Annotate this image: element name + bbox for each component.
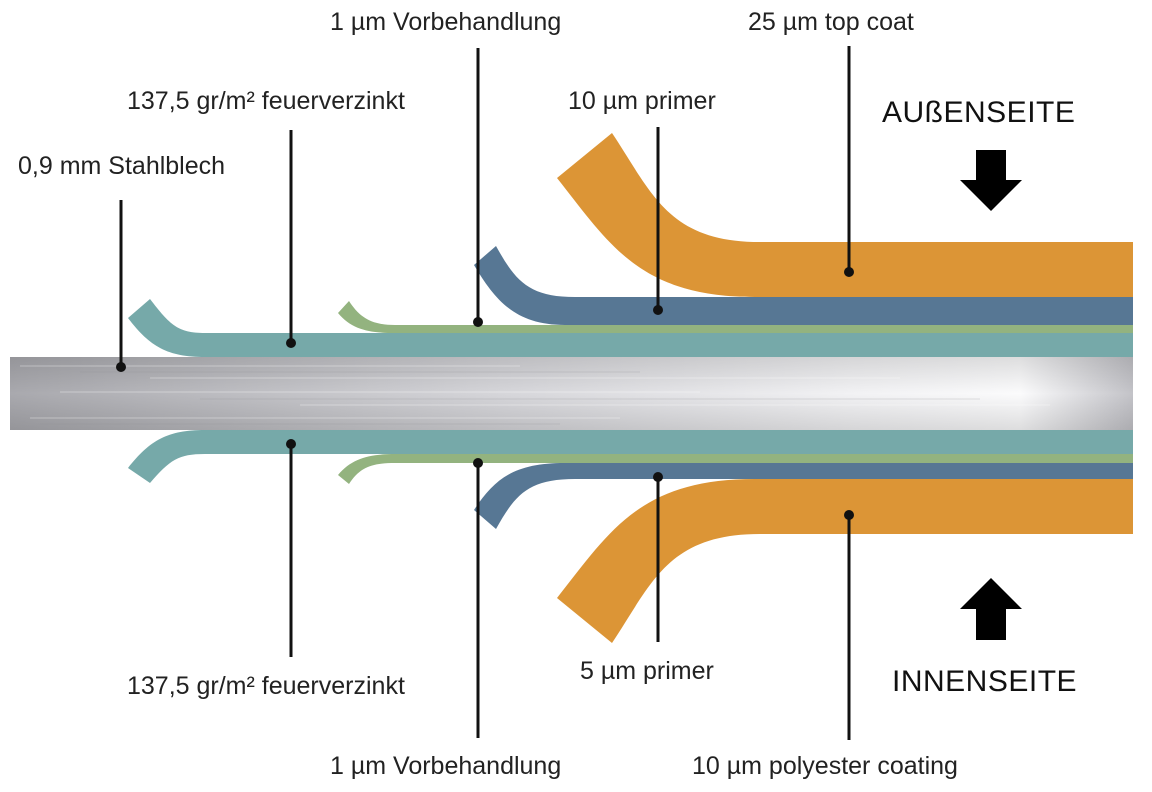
label-zinc-bottom: 137,5 gr/m² feuerverzinkt bbox=[127, 672, 405, 700]
label-polyester: 10 µm polyester coating bbox=[692, 752, 958, 780]
steel-brush-lines bbox=[20, 365, 1050, 419]
leader-dot-pretreat-top bbox=[473, 317, 483, 327]
zinc-layer-top bbox=[128, 299, 1133, 357]
label-steel: 0,9 mm Stahlblech bbox=[18, 152, 226, 180]
outer-side-title: AUßENSEITE bbox=[882, 96, 1076, 129]
label-pretreat-top: 1 µm Vorbehandlung bbox=[330, 8, 562, 36]
polyester-layer-bottom bbox=[557, 479, 1133, 643]
leader-dot-steel bbox=[116, 362, 126, 372]
leader-dot-primer-bottom bbox=[653, 472, 663, 482]
steel-core-shading bbox=[10, 357, 1133, 430]
arrow-up-icon bbox=[960, 578, 1022, 640]
arrow-down-icon bbox=[960, 150, 1022, 211]
leader-dot-zinc-top bbox=[286, 338, 296, 348]
pretreatment-layer-top bbox=[338, 301, 1133, 333]
pretreatment-layer-bottom bbox=[338, 454, 1133, 484]
leader-dot-zinc-bottom bbox=[286, 439, 296, 449]
label-primer-top: 10 µm primer bbox=[568, 87, 716, 115]
leader-dot-polyester bbox=[844, 510, 854, 520]
label-topcoat: 25 µm top coat bbox=[748, 8, 914, 36]
leader-dot-topcoat bbox=[844, 267, 854, 277]
leader-dot-pretreat-bottom bbox=[473, 458, 483, 468]
primer-layer-top bbox=[474, 246, 1133, 325]
label-primer-bottom: 5 µm primer bbox=[580, 657, 714, 685]
topcoat-layer-top bbox=[557, 133, 1133, 297]
inner-side-title: INNENSEITE bbox=[892, 665, 1078, 698]
leader-dot-primer-top bbox=[653, 305, 663, 315]
primer-layer-bottom bbox=[474, 463, 1133, 529]
label-zinc-top: 137,5 gr/m² feuerverzinkt bbox=[127, 87, 405, 115]
zinc-layer-bottom bbox=[128, 430, 1133, 483]
label-pretreat-bottom: 1 µm Vorbehandlung bbox=[330, 752, 562, 780]
